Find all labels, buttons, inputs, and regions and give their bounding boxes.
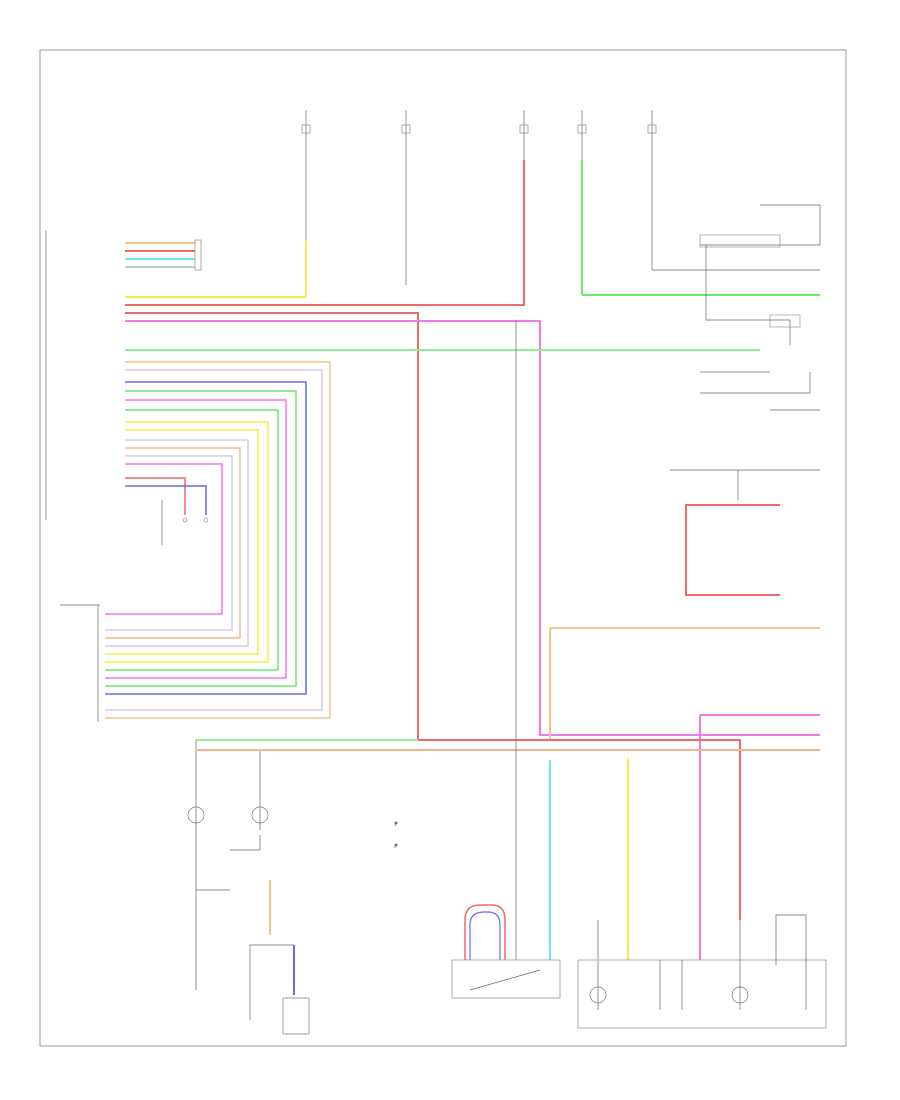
bottom-left-components	[187, 740, 310, 1035]
legend-note-2-num: 2	[394, 844, 397, 849]
right-components	[549, 204, 821, 755]
lower-left-connector	[60, 604, 100, 722]
fuse-block-1	[301, 110, 311, 160]
stacked-signal-wires	[105, 361, 331, 719]
top-power-sources	[301, 110, 657, 160]
left-ground-drops	[161, 500, 209, 545]
fuse-block-4	[577, 110, 587, 160]
bottom-right-components	[451, 904, 827, 1029]
fuse-block-3	[519, 110, 529, 160]
fuse-block-2	[401, 110, 411, 160]
diagram-frame	[39, 49, 847, 1047]
left-connector-block	[45, 230, 202, 520]
main-horizontal-wires	[125, 294, 820, 740]
bottom-bus	[196, 320, 820, 960]
legend-notes: 1 2	[394, 821, 398, 849]
legend-note-1-num: 1	[394, 822, 397, 827]
fuse-block-5	[647, 110, 657, 160]
